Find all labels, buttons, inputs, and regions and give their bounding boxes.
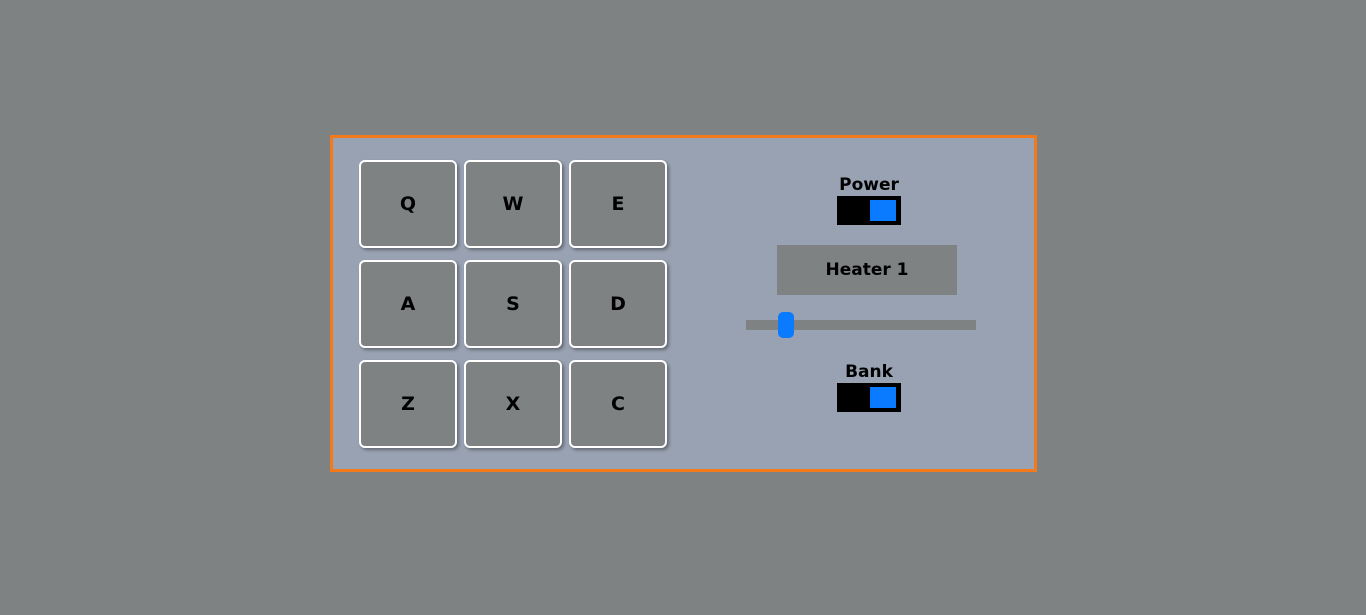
power-toggle[interactable] <box>837 196 901 225</box>
power-toggle-knob[interactable] <box>870 200 896 221</box>
volume-slider-thumb[interactable] <box>778 312 794 338</box>
drum-pad-q[interactable]: Q <box>359 160 457 248</box>
drum-pad-z[interactable]: Z <box>359 360 457 448</box>
drum-pad-grid: Q W E A S D Z X C <box>359 160 667 448</box>
drum-pad-c[interactable]: C <box>569 360 667 448</box>
drum-pad-e[interactable]: E <box>569 160 667 248</box>
drum-pad-w[interactable]: W <box>464 160 562 248</box>
drum-pad-d[interactable]: D <box>569 260 667 348</box>
bank-label: Bank <box>845 362 893 382</box>
controls-panel: Power Heater 1 Bank <box>333 138 1034 469</box>
sound-display: Heater 1 <box>777 245 957 295</box>
bank-toggle[interactable] <box>837 383 901 412</box>
drum-pad-x[interactable]: X <box>464 360 562 448</box>
bank-toggle-knob[interactable] <box>870 387 896 408</box>
drum-pad-a[interactable]: A <box>359 260 457 348</box>
volume-slider[interactable] <box>746 312 976 338</box>
drum-machine-panel: Q W E A S D Z X C Power Heater 1 Bank <box>330 135 1037 472</box>
power-label: Power <box>839 175 899 195</box>
drum-pad-s[interactable]: S <box>464 260 562 348</box>
